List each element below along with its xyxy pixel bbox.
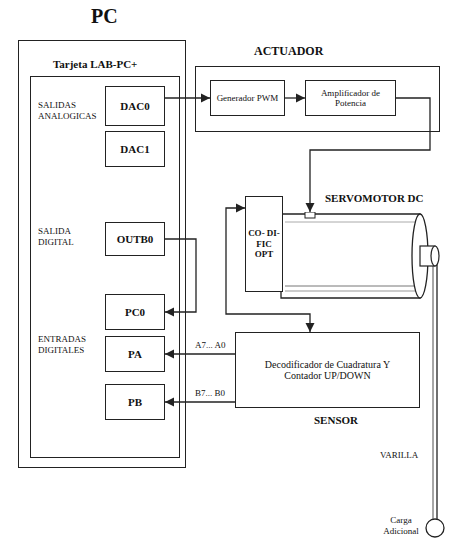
bus-label: A7... A0 <box>195 340 226 351</box>
port-box: PC0 <box>105 294 165 330</box>
node-text: Generador PWM <box>215 93 281 103</box>
group-label: SALIDA DIGITAL <box>38 226 102 248</box>
node-text: DAC1 <box>118 143 151 156</box>
rod-line <box>433 262 434 519</box>
port-box: DAC0 <box>105 86 165 126</box>
node-text: Amplificador de Potencia <box>306 88 395 109</box>
sensor-box: Decodificador de Cuadratura Y Contador U… <box>235 332 420 408</box>
actuator-box: ACTUADORGenerador PWMAmplificador de Pot… <box>195 66 440 132</box>
process-box: Generador PWM <box>210 80 285 116</box>
signal-connector <box>165 353 235 354</box>
signal-connector <box>165 97 210 98</box>
port-box: PB <box>105 384 165 420</box>
rod-line <box>436 262 437 519</box>
node-heading: Tarjeta LAB-PC+ <box>53 58 137 70</box>
node-text: PC0 <box>123 306 147 319</box>
load-circle <box>426 519 444 537</box>
signal-connector <box>285 97 305 98</box>
node-heading: PC <box>91 5 118 27</box>
port-box: PA <box>105 336 165 372</box>
node-heading: SENSOR <box>314 414 358 426</box>
card-box: Tarjeta LAB-PC+DAC0DAC1OUTB0PC0PAPB <box>30 76 180 458</box>
motor-drawing <box>275 212 445 300</box>
node-text: PA <box>126 348 144 361</box>
signal-connector <box>165 239 196 312</box>
node-text: Decodificador de Cuadratura Y Contador U… <box>251 359 405 382</box>
port-box: DAC1 <box>105 131 165 167</box>
node-text: PB <box>126 396 144 409</box>
node-heading: ACTUADOR <box>254 45 323 58</box>
port-box: OUTB0 <box>105 222 165 256</box>
node-heading: SERVOMOTOR DC <box>325 192 424 204</box>
part-label: VARILLA <box>380 450 430 461</box>
servomotor: SERVOMOTOR DC <box>275 212 445 300</box>
process-box: Amplificador de Potencia <box>305 80 396 116</box>
signal-connector <box>165 401 235 402</box>
node-text: OUTB0 <box>115 233 156 246</box>
group-label: ENTRADAS DIGITALES <box>38 334 102 356</box>
node-text: CO- DI- FIC OPT <box>246 228 282 259</box>
group-label: SALIDAS ANALOGICAS <box>38 100 102 122</box>
part-label: Carga Adicional <box>378 515 424 537</box>
encoder-box: CO- DI- FIC OPT <box>245 196 283 292</box>
bus-label: B7... B0 <box>195 388 225 399</box>
node-text: DAC0 <box>118 100 151 113</box>
